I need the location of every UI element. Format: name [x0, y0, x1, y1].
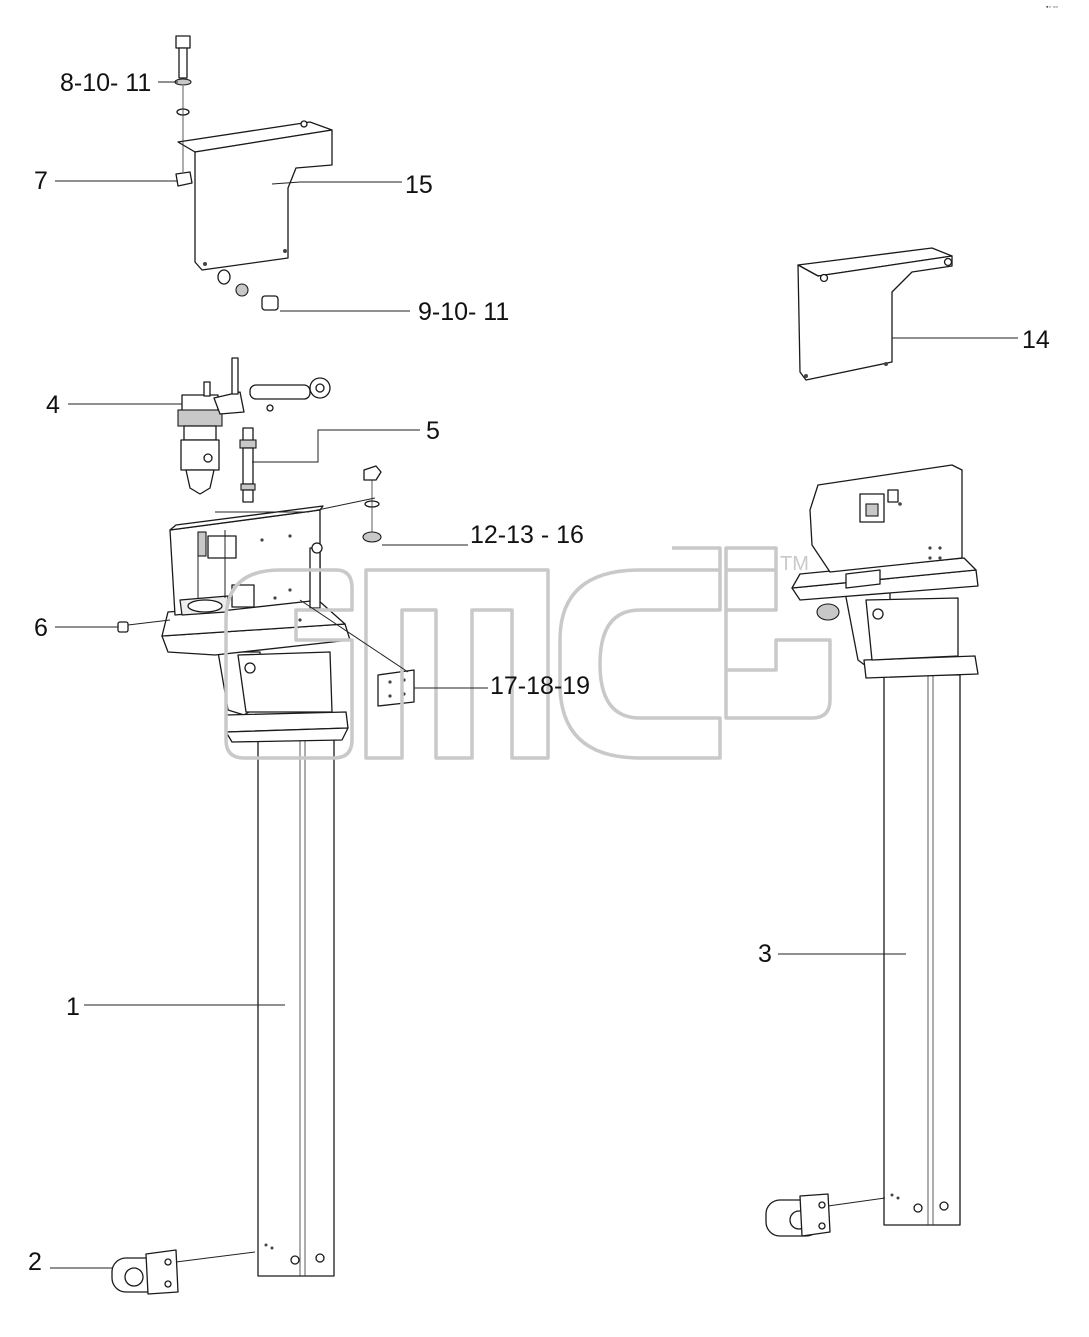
callout-2: 2	[28, 1248, 42, 1276]
part-6-fitting	[117, 621, 129, 633]
part-8-10-11-bolt-stack	[174, 35, 192, 172]
callout-3: 3	[758, 940, 772, 968]
right-column-post	[883, 674, 961, 1226]
callout-labels: 8-10- 11 7 15 9-10- 11 14 4 5 12-13 - 16…	[28, 69, 1050, 1276]
left-column-collar	[217, 651, 349, 743]
callout-6: 6	[34, 614, 48, 642]
watermark-logo: TM	[224, 546, 832, 760]
right-head-block	[791, 464, 979, 621]
part-2-left-caster	[111, 1249, 179, 1295]
part-17-18-19-plate	[377, 669, 415, 707]
part-12-13-16-nut-stack	[362, 465, 382, 543]
watermark-tm: TM	[780, 553, 809, 575]
callout-9-10-11: 9-10- 11	[418, 298, 509, 326]
left-head-platform	[161, 505, 351, 656]
part-15-cover-plate	[177, 120, 333, 271]
left-column-post	[257, 737, 335, 1277]
part-9-10-11-bolt-stack	[217, 269, 279, 311]
right-column-collar	[844, 591, 979, 679]
callout-17-18-19: 17-18-19	[490, 672, 590, 700]
callout-5: 5	[426, 417, 440, 445]
callout-12-13-16: 12-13 - 16	[470, 521, 584, 549]
callout-14: 14	[1022, 326, 1050, 354]
leader-lines	[50, 81, 1018, 1269]
callout-4: 4	[46, 391, 60, 419]
callout-1: 1	[66, 993, 80, 1021]
part-14-cover-plate	[797, 247, 953, 381]
part-4-valve-assembly	[177, 357, 331, 495]
part-5-shaft	[239, 427, 257, 503]
corner-mark: ▪◦ ▫▫	[1046, 4, 1058, 11]
right-caster	[765, 1193, 831, 1237]
callout-7: 7	[34, 167, 48, 195]
callout-15: 15	[405, 171, 433, 199]
callout-8-10-11: 8-10- 11	[60, 69, 151, 97]
part-7-nut	[175, 171, 193, 187]
